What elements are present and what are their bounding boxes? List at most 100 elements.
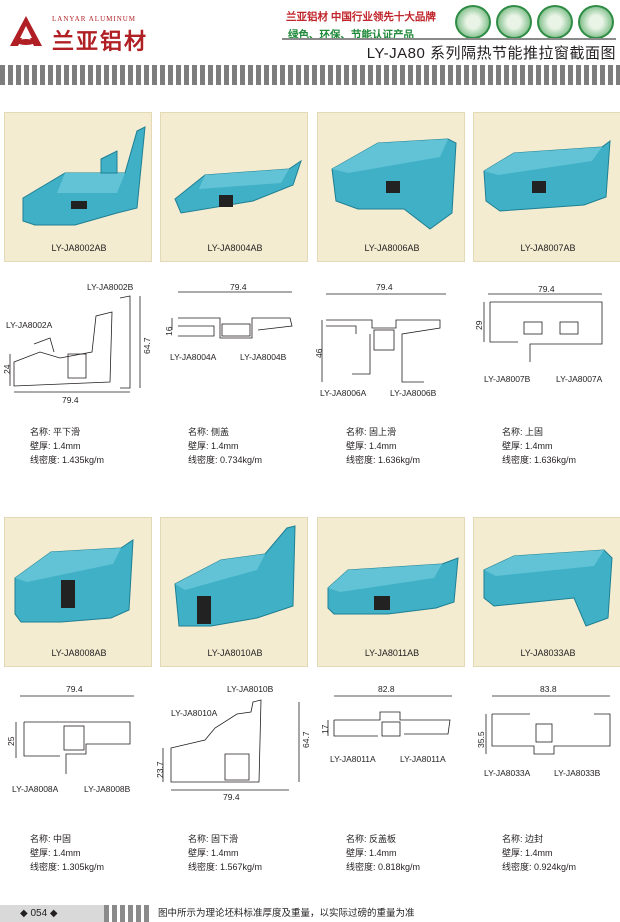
part-label: LY-JA8033A — [484, 768, 531, 778]
product-card: LY-JA8008AB — [4, 517, 152, 667]
section-drawing-lines — [327, 695, 452, 737]
dimension-width: 79.4 — [230, 282, 247, 292]
certification-seal-icon — [537, 5, 573, 39]
certification-badges — [455, 5, 615, 39]
section-drawing-lines — [162, 699, 300, 791]
spec-block: 名称: 固下滑 壁厚: 1.4mm 线密度: 1.567kg/m — [188, 832, 262, 874]
product-card: LY-JA8011AB — [317, 517, 465, 667]
header-stripe-band — [0, 65, 620, 85]
spec-label: 线密度: — [346, 455, 376, 465]
header-divider — [282, 38, 616, 40]
product-name: 反盖板 — [369, 834, 397, 844]
spec-label: 名称: — [502, 834, 523, 844]
profile-render-image — [14, 539, 134, 623]
section-drawing: 79.4 16 LY-JA8004A LY-JA8004B — [160, 282, 315, 372]
green-product-seal-icon — [578, 5, 614, 39]
wall-thickness: 1.4mm — [525, 441, 553, 451]
dimension-width: 82.8 — [378, 684, 395, 694]
wall-thickness: 1.4mm — [211, 848, 239, 858]
part-label: LY-JA8004B — [240, 352, 287, 362]
section-drawing: LY-JA8002B LY-JA8002A 79.4 64.7 24 — [0, 282, 155, 412]
linear-density: 1.305kg/m — [62, 862, 105, 872]
section-drawing: 79.4 25 LY-JA8008A LY-JA8008B — [0, 684, 155, 796]
part-label: LY-JA8006B — [390, 388, 437, 398]
profile-render-image — [331, 138, 457, 230]
spec-label: 线密度: — [30, 862, 60, 872]
product-card: LY-JA8033AB — [473, 517, 620, 667]
section-drawing: 79.4 29 LY-JA8007B LY-JA8007A — [474, 282, 620, 392]
section-drawing-lines — [9, 295, 141, 393]
spec-label: 线密度: — [502, 862, 532, 872]
card-label: LY-JA8033AB — [520, 648, 576, 658]
section-drawing: 79.4 46 LY-JA8006A LY-JA8006B — [314, 282, 471, 402]
page-header: LANYAR ALUMINUM 兰亚铝材 兰亚铝材 中国行业领先十大品牌 绿色、… — [0, 0, 620, 70]
part-label: LY-JA8007A — [556, 374, 603, 384]
spec-label: 名称: — [502, 427, 523, 437]
dimension-height: 29 — [474, 320, 484, 330]
part-label: LY-JA8011A — [400, 754, 446, 764]
linear-density: 0.734kg/m — [220, 455, 263, 465]
spec-block: 名称: 平下滑 壁厚: 1.4mm 线密度: 1.435kg/m — [30, 425, 104, 467]
part-label: LY-JA8033B — [554, 768, 601, 778]
spec-label: 名称: — [188, 427, 209, 437]
profile-render-image — [174, 525, 296, 627]
spec-label: 线密度: — [30, 455, 60, 465]
product-card: LY-JA8004AB — [160, 112, 308, 262]
spec-block: 名称: 固上滑 壁厚: 1.4mm 线密度: 1.636kg/m — [346, 425, 420, 467]
dimension-height: 46 — [314, 348, 324, 358]
part-label: LY-JA8004A — [170, 352, 217, 362]
part-label: LY-JA8002B — [87, 282, 134, 292]
part-label: LY-JA8010A — [171, 708, 218, 718]
spec-label: 名称: — [346, 427, 367, 437]
dimension-height: 64.7 — [142, 337, 152, 354]
dimension-height: 17 — [320, 724, 330, 734]
brand-name-cn: 兰亚铝材 — [52, 29, 149, 55]
linear-density: 1.636kg/m — [534, 455, 577, 465]
product-card: LY-JA8010AB — [160, 517, 308, 667]
section-drawing-lines — [483, 293, 603, 362]
card-label: LY-JA8006AB — [364, 243, 420, 253]
spec-label: 壁厚: — [30, 848, 51, 858]
brand-name-en: LANYAR ALUMINUM — [52, 15, 137, 23]
spec-block: 名称: 边封 壁厚: 1.4mm 线密度: 0.924kg/m — [502, 832, 576, 874]
product-card: LY-JA8002AB — [4, 112, 152, 262]
spec-label: 名称: — [188, 834, 209, 844]
section-drawing: 82.8 17 LY-JA8011A LY-JA8011A — [318, 684, 473, 774]
card-label: LY-JA8008AB — [51, 648, 107, 658]
product-name: 中固 — [53, 834, 72, 844]
linear-density: 1.435kg/m — [62, 455, 105, 465]
part-label: LY-JA8006A — [320, 388, 367, 398]
spec-label: 壁厚: — [346, 848, 367, 858]
page-footer: ◆ 054 ◆ 图中所示为理论坯料标准厚度及重量，以实际过磅的重量为准 — [0, 905, 620, 922]
linear-density: 0.818kg/m — [378, 862, 421, 872]
card-label: LY-JA8010AB — [207, 648, 263, 658]
page-number: ◆ 054 ◆ — [20, 908, 58, 919]
spec-block: 名称: 反盖板 壁厚: 1.4mm 线密度: 0.818kg/m — [346, 832, 420, 874]
slogan-line-1: 兰亚铝材 中国行业领先十大品牌 — [286, 11, 436, 23]
section-drawing-lines — [15, 695, 134, 774]
dimension-width: 83.8 — [540, 684, 557, 694]
section-drawing: LY-JA8010B LY-JA8010A 64.7 23.7 79.4 — [155, 684, 315, 814]
card-label: LY-JA8011AB — [364, 648, 420, 658]
spec-label: 壁厚: — [30, 441, 51, 451]
dimension-height: 64.7 — [301, 731, 311, 748]
dimension-width: 79.4 — [66, 684, 83, 694]
spec-label: 壁厚: — [188, 441, 209, 451]
spec-label: 线密度: — [502, 455, 532, 465]
certification-seal-icon — [455, 5, 491, 39]
spec-label: 壁厚: — [502, 848, 523, 858]
dimension-height: 35.5 — [476, 731, 486, 748]
wall-thickness: 1.4mm — [525, 848, 553, 858]
spec-label: 壁厚: — [502, 441, 523, 451]
dimension-width: 79.4 — [223, 792, 240, 802]
dimension-height: 23.7 — [155, 761, 165, 778]
profile-render-image — [483, 549, 613, 627]
spec-label: 壁厚: — [346, 441, 367, 451]
product-card: LY-JA8007AB — [473, 112, 620, 262]
linear-density: 1.567kg/m — [220, 862, 263, 872]
dimension-height: 25 — [6, 736, 16, 746]
page-title: LY-JA80 系列隔热节能推拉窗截面图 — [366, 45, 616, 62]
card-label: LY-JA8007AB — [520, 243, 576, 253]
product-name: 上固 — [525, 427, 544, 437]
spec-label: 线密度: — [188, 862, 218, 872]
